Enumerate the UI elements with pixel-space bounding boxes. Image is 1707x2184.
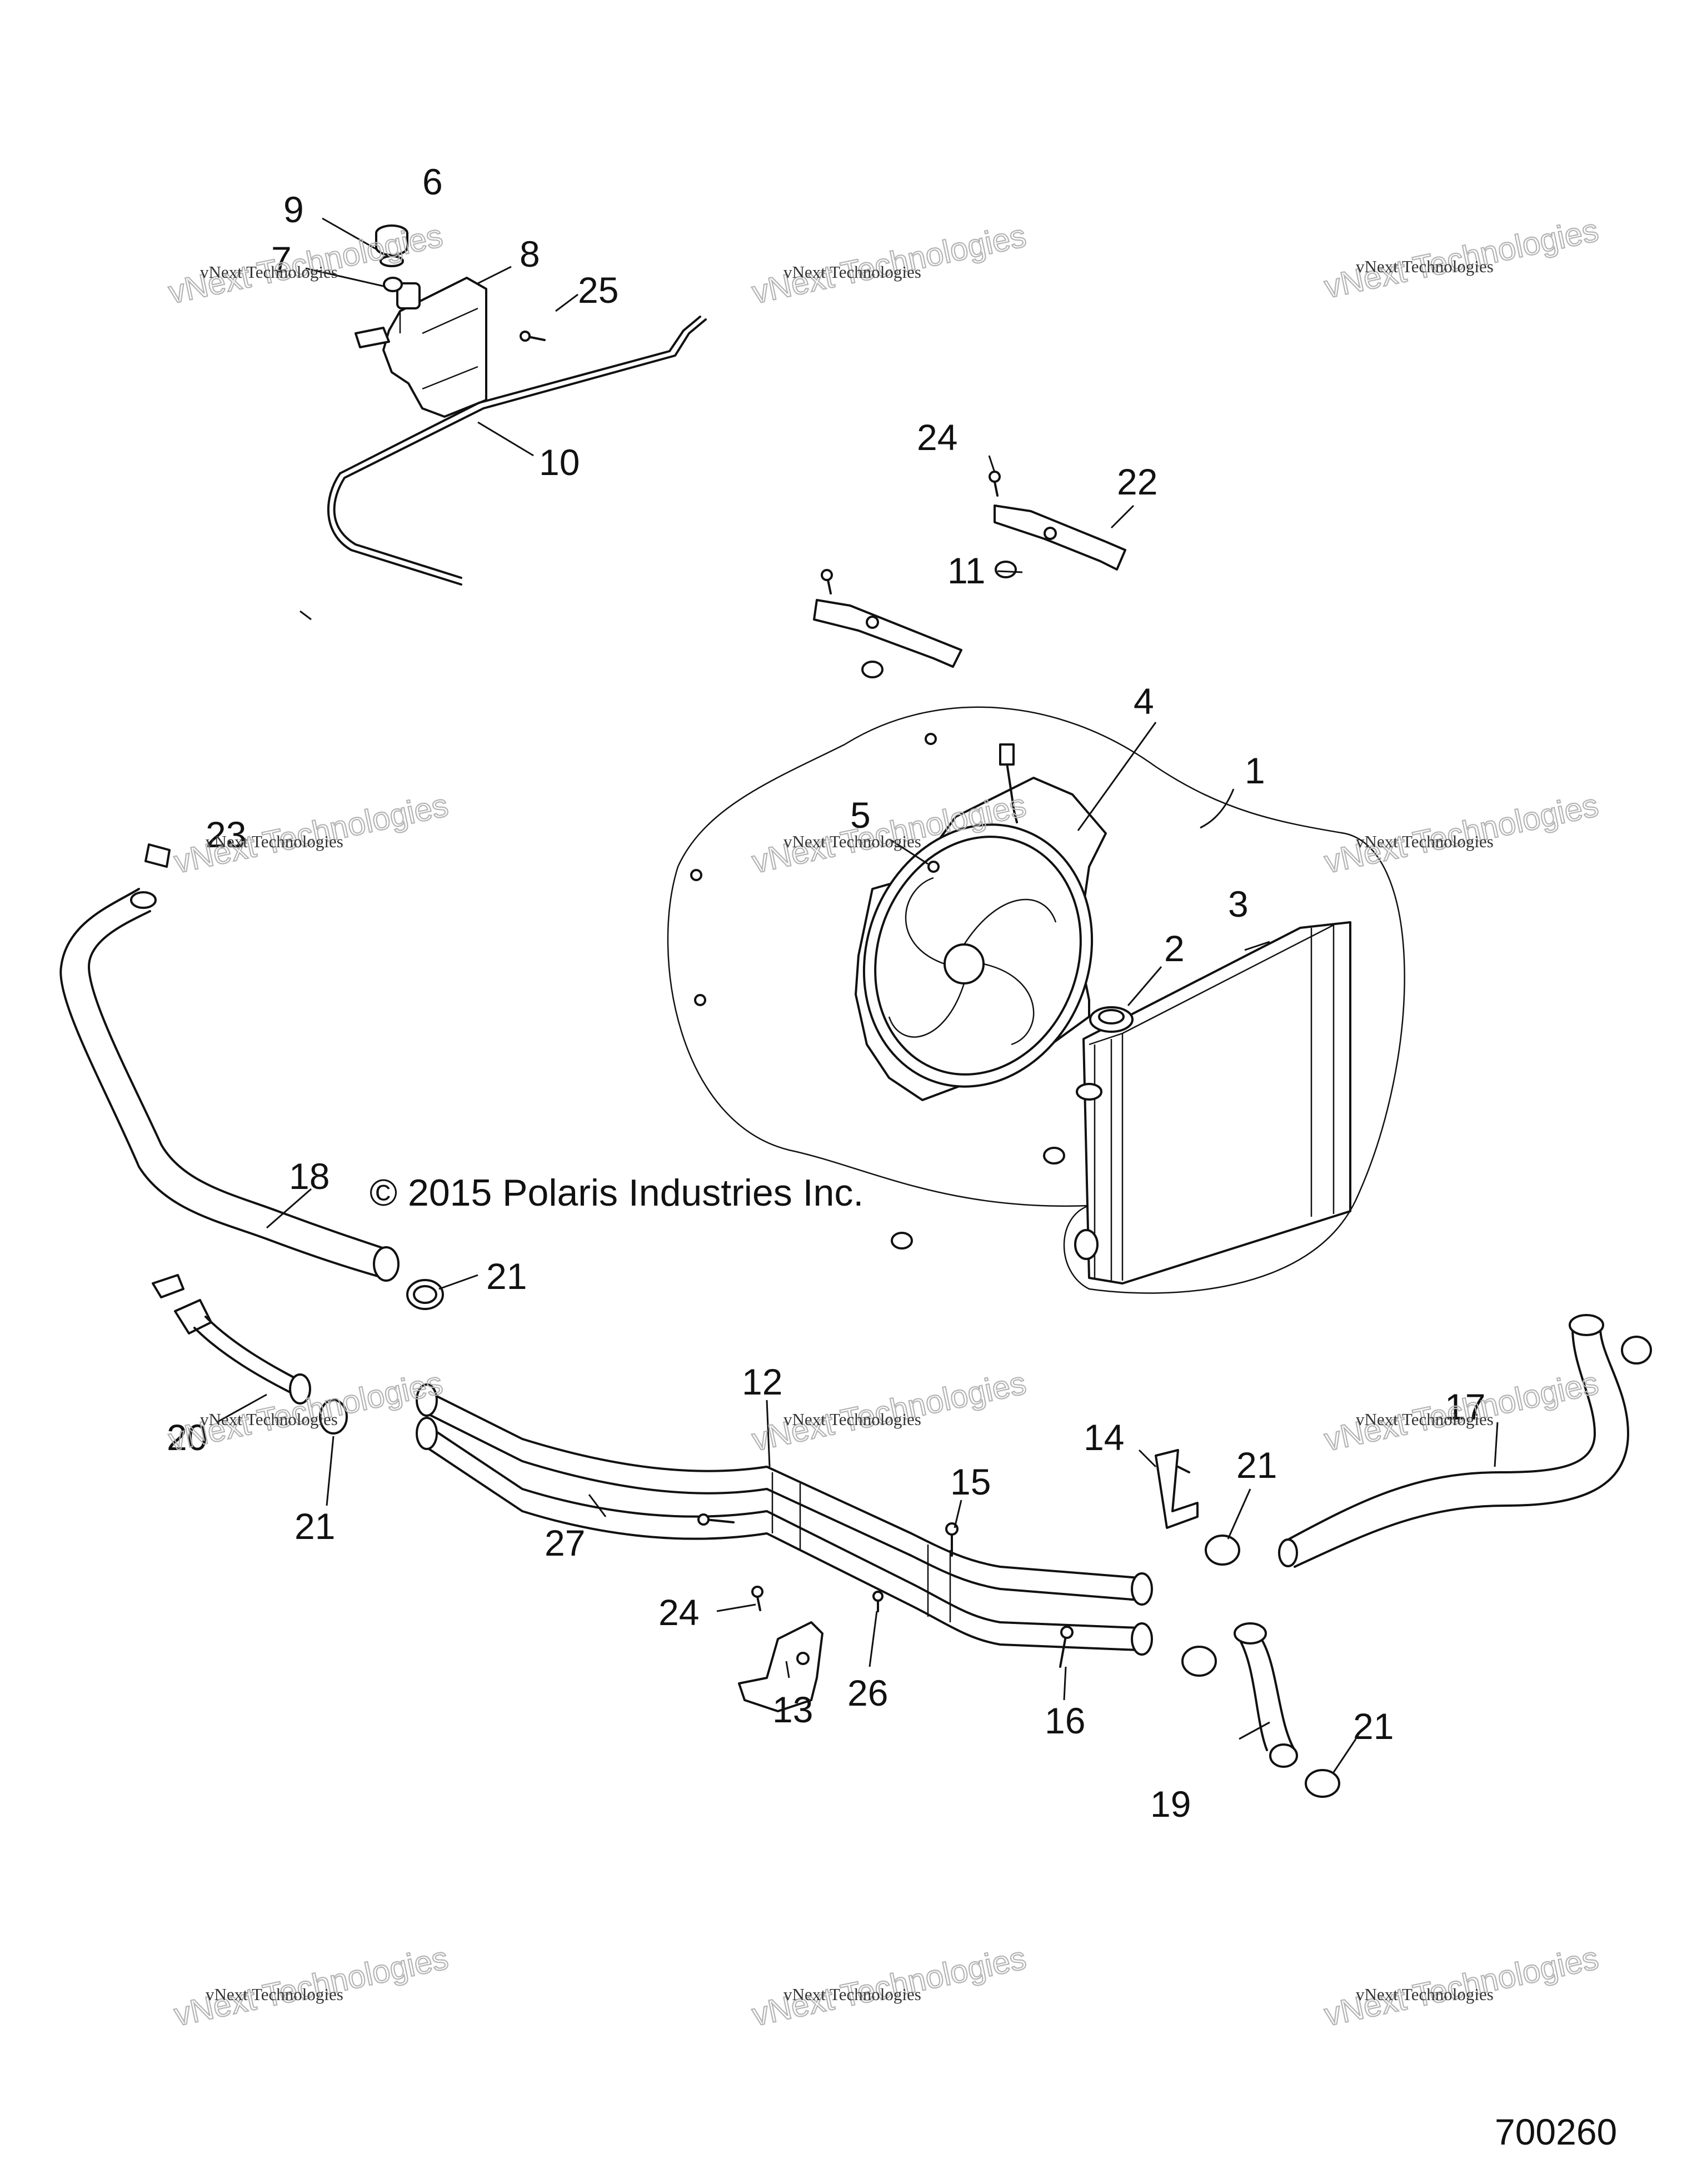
callout-26: 26 [847,1672,888,1713]
bolt-26 [872,1591,884,1612]
coolant-tube-12 [416,1383,1153,1606]
upper-bracket-right [994,504,1126,571]
cooling-fan [855,743,1107,1101]
bracket-nut-left [861,661,884,678]
callout-27: 27 [545,1522,585,1563]
watermark-text: vNext Technologies [783,1985,921,2004]
hose-20 [152,1274,311,1405]
watermarks: vNext Technologies vNext Technologies vN… [165,211,1603,2033]
watermark-text: vNext Technologies [200,262,338,282]
callout-25: 25 [578,269,618,311]
bolt-24-lower [751,1586,763,1611]
callout-21-a: 21 [486,1256,527,1297]
copyright-notice: © 2015 Polaris Industries Inc. [370,1172,864,1214]
watermark: vNext Technologies vNext Technologies [748,217,1030,311]
bolt-16 [1059,1626,1074,1668]
shroud-fasteners [690,733,937,1006]
callout-9: 9 [283,189,304,230]
clamp-19 [1181,1646,1217,1677]
bracket-bolt-left [821,569,833,594]
callout-24-lower: 24 [658,1592,699,1633]
callout-16: 16 [1045,1700,1085,1741]
radiator-cap [1089,1006,1134,1033]
coolant-tube-27 [416,1417,1153,1656]
callout-21-c: 21 [1236,1445,1277,1486]
tube-bracket-14 [1155,1449,1199,1529]
watermark-text: vNext Technologies [1356,1410,1494,1429]
clamp-21-a [406,1279,444,1310]
watermark-text: vNext Technologies [783,832,921,851]
watermark: vNext Technologies vNext Technologies [748,1364,1030,1458]
watermark: vNext Technologies vNext Technologies [171,1939,452,2033]
watermark-text: vNext Technologies [200,1410,338,1429]
callout-13: 13 [772,1689,813,1730]
callout-11: 11 [947,550,986,591]
callout-12: 12 [742,1361,782,1402]
reservoir-cap [375,224,408,256]
fan-mount-screw [927,861,940,873]
hose-19 [1234,1622,1298,1768]
bolt-tube-left [697,1513,735,1526]
callout-1: 1 [1245,750,1265,791]
callout-8: 8 [520,233,540,274]
watermark-text: vNext Technologies [1356,257,1494,276]
callout-15: 15 [950,1461,991,1502]
overflow-hose [327,316,707,586]
callout-21-d: 21 [1353,1706,1394,1747]
callout-19: 19 [1150,1783,1191,1825]
watermark-text: vNext Technologies [1356,1985,1494,2004]
cap-gasket [380,255,404,267]
radiator [1074,921,1351,1285]
watermark: vNext Technologies vNext Technologies [1321,211,1603,306]
clamp-17 [1621,1336,1652,1365]
cap-washer [383,277,403,292]
watermark-text: vNext Technologies [783,262,921,282]
callout-18: 18 [289,1156,330,1197]
watermark-text: vNext Technologies [783,1410,921,1429]
reservoir-screw [520,331,546,342]
figure-number: 700260 [1495,2111,1617,2152]
clamp-21-b [319,1399,348,1435]
callout-10: 10 [539,442,580,483]
callout-3: 3 [1228,883,1249,924]
hose-17 [1278,1314,1629,1568]
hose-18 [59,888,400,1282]
bracket-bolt-upper [989,471,1001,497]
leader-lines [216,217,1499,1773]
watermark-text: vNext Technologies [1356,832,1494,851]
upper-bracket-left [813,599,962,668]
callout-22: 22 [1117,461,1157,502]
callout-23: 23 [206,814,246,855]
radiator-grommets [891,1147,1065,1250]
callout-24-upper: 24 [917,417,957,458]
callout-labels: 1 2 3 4 5 6 7 8 9 10 11 12 13 14 15 16 1… [167,161,1485,1825]
watermark: vNext Technologies vNext Technologies [171,786,452,881]
callout-2: 2 [1164,928,1185,969]
bracket-nut-right [995,561,1017,578]
callout-17: 17 [1445,1386,1485,1427]
callout-21-b: 21 [295,1506,335,1547]
watermark: vNext Technologies vNext Technologies [1321,786,1603,881]
radiator-assembly-outline [667,706,1405,1294]
clamp-21-d [1305,1769,1340,1798]
callout-4: 4 [1134,681,1154,722]
callout-7: 7 [271,239,292,280]
callout-20: 20 [167,1417,207,1458]
clamp-21-c [1205,1535,1240,1566]
coolant-reservoir [355,277,487,418]
callout-5: 5 [850,794,871,836]
hose-fitting-23 [144,843,171,868]
callout-14: 14 [1084,1417,1124,1458]
watermark-text: vNext Technologies [206,1985,343,2004]
watermark: vNext Technologies vNext Technologies [748,1939,1030,2033]
tube-bracket-13 [738,1621,823,1712]
watermark: vNext Technologies vNext Technologies [1321,1939,1603,2033]
watermark: vNext Technologies vNext Technologies [1321,1364,1603,1458]
callout-6: 6 [422,161,443,202]
watermark-text: vNext Technologies [206,832,343,851]
